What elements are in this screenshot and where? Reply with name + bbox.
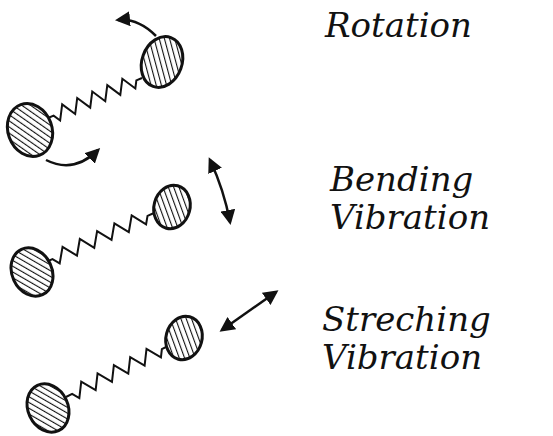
- motion-label: Streching Vibration: [322, 300, 532, 376]
- atom: [19, 377, 76, 436]
- rotation-arrow: [46, 150, 98, 165]
- stretching-arrow: [222, 292, 276, 330]
- atom: [161, 312, 207, 364]
- spring-bond: [46, 213, 154, 263]
- motion-label: Rotation: [325, 6, 535, 44]
- spring-bond: [48, 78, 142, 120]
- atom: [134, 31, 189, 94]
- bending-arrow: [210, 160, 230, 222]
- motion-label: Bending Vibration: [330, 160, 540, 236]
- atom: [3, 241, 60, 303]
- atom: [149, 181, 195, 233]
- spring-bond: [66, 346, 168, 398]
- atom: [0, 97, 60, 163]
- rotation-arrow: [118, 20, 156, 36]
